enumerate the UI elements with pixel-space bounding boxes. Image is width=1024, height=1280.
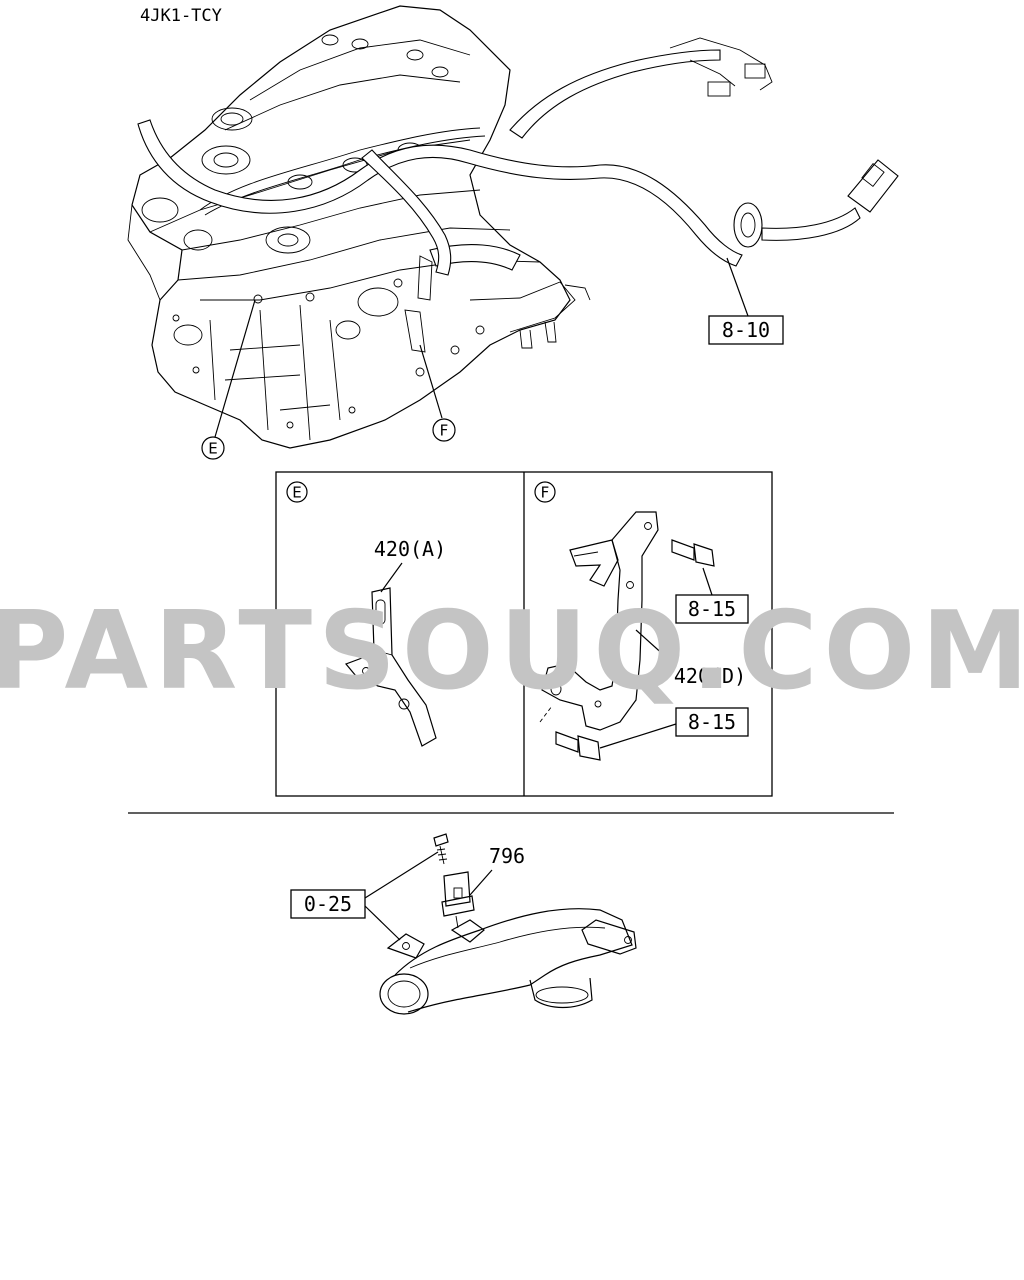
wiring-harness-drawing <box>137 37 899 276</box>
ref-sensor-screw-label: 0-25 <box>304 892 352 916</box>
leader-ref-harness <box>726 257 749 317</box>
part-sensor-label: 796 <box>489 844 525 868</box>
engine-assembly-drawing <box>127 5 591 449</box>
detail-marker-f-panel-label: F <box>541 484 550 502</box>
ref-box-harness <box>708 315 784 345</box>
sensor-pipe-drawing <box>379 833 637 1015</box>
detail-marker-f-panel <box>534 481 556 503</box>
detail-marker-e-panel-label: E <box>292 484 301 502</box>
ref-box-bolt-lower <box>675 707 749 737</box>
ref-bolt-upper-label: 8-15 <box>688 597 736 621</box>
bracket-a-drawing <box>344 587 437 747</box>
part-bracket-a-label: 420(A) <box>374 537 446 561</box>
leader-f-main <box>419 344 443 419</box>
leader-bracket-d <box>635 629 677 667</box>
part-bracket-d-label: 420(D) <box>674 664 746 688</box>
ref-bolt-lower-label: 8-15 <box>688 710 736 734</box>
leader-bracket-a <box>380 562 403 593</box>
leader-sensor-screw-a <box>364 851 439 899</box>
detail-marker-e-main <box>201 436 225 460</box>
ref-harness-label: 8-10 <box>722 318 770 342</box>
ref-box-bolt-upper <box>675 594 749 624</box>
leader-e-main <box>214 299 256 438</box>
watermark: PARTSOUQ.COM <box>0 589 1024 714</box>
detail-marker-e-main-label: E <box>208 440 217 458</box>
leader-ref-bolt-upper <box>702 567 713 596</box>
leader-sensor-screw-b <box>364 905 401 941</box>
ref-box-sensor-screw <box>290 889 366 919</box>
detail-marker-f-main-label: F <box>440 422 449 440</box>
leader-ref-bolt-lower <box>599 723 677 749</box>
model-code: 4JK1-TCY <box>140 6 222 26</box>
detail-marker-e-panel <box>286 481 308 503</box>
bracket-d-drawing <box>539 511 715 761</box>
leader-sensor <box>469 869 493 896</box>
detail-marker-f-main <box>432 418 456 442</box>
